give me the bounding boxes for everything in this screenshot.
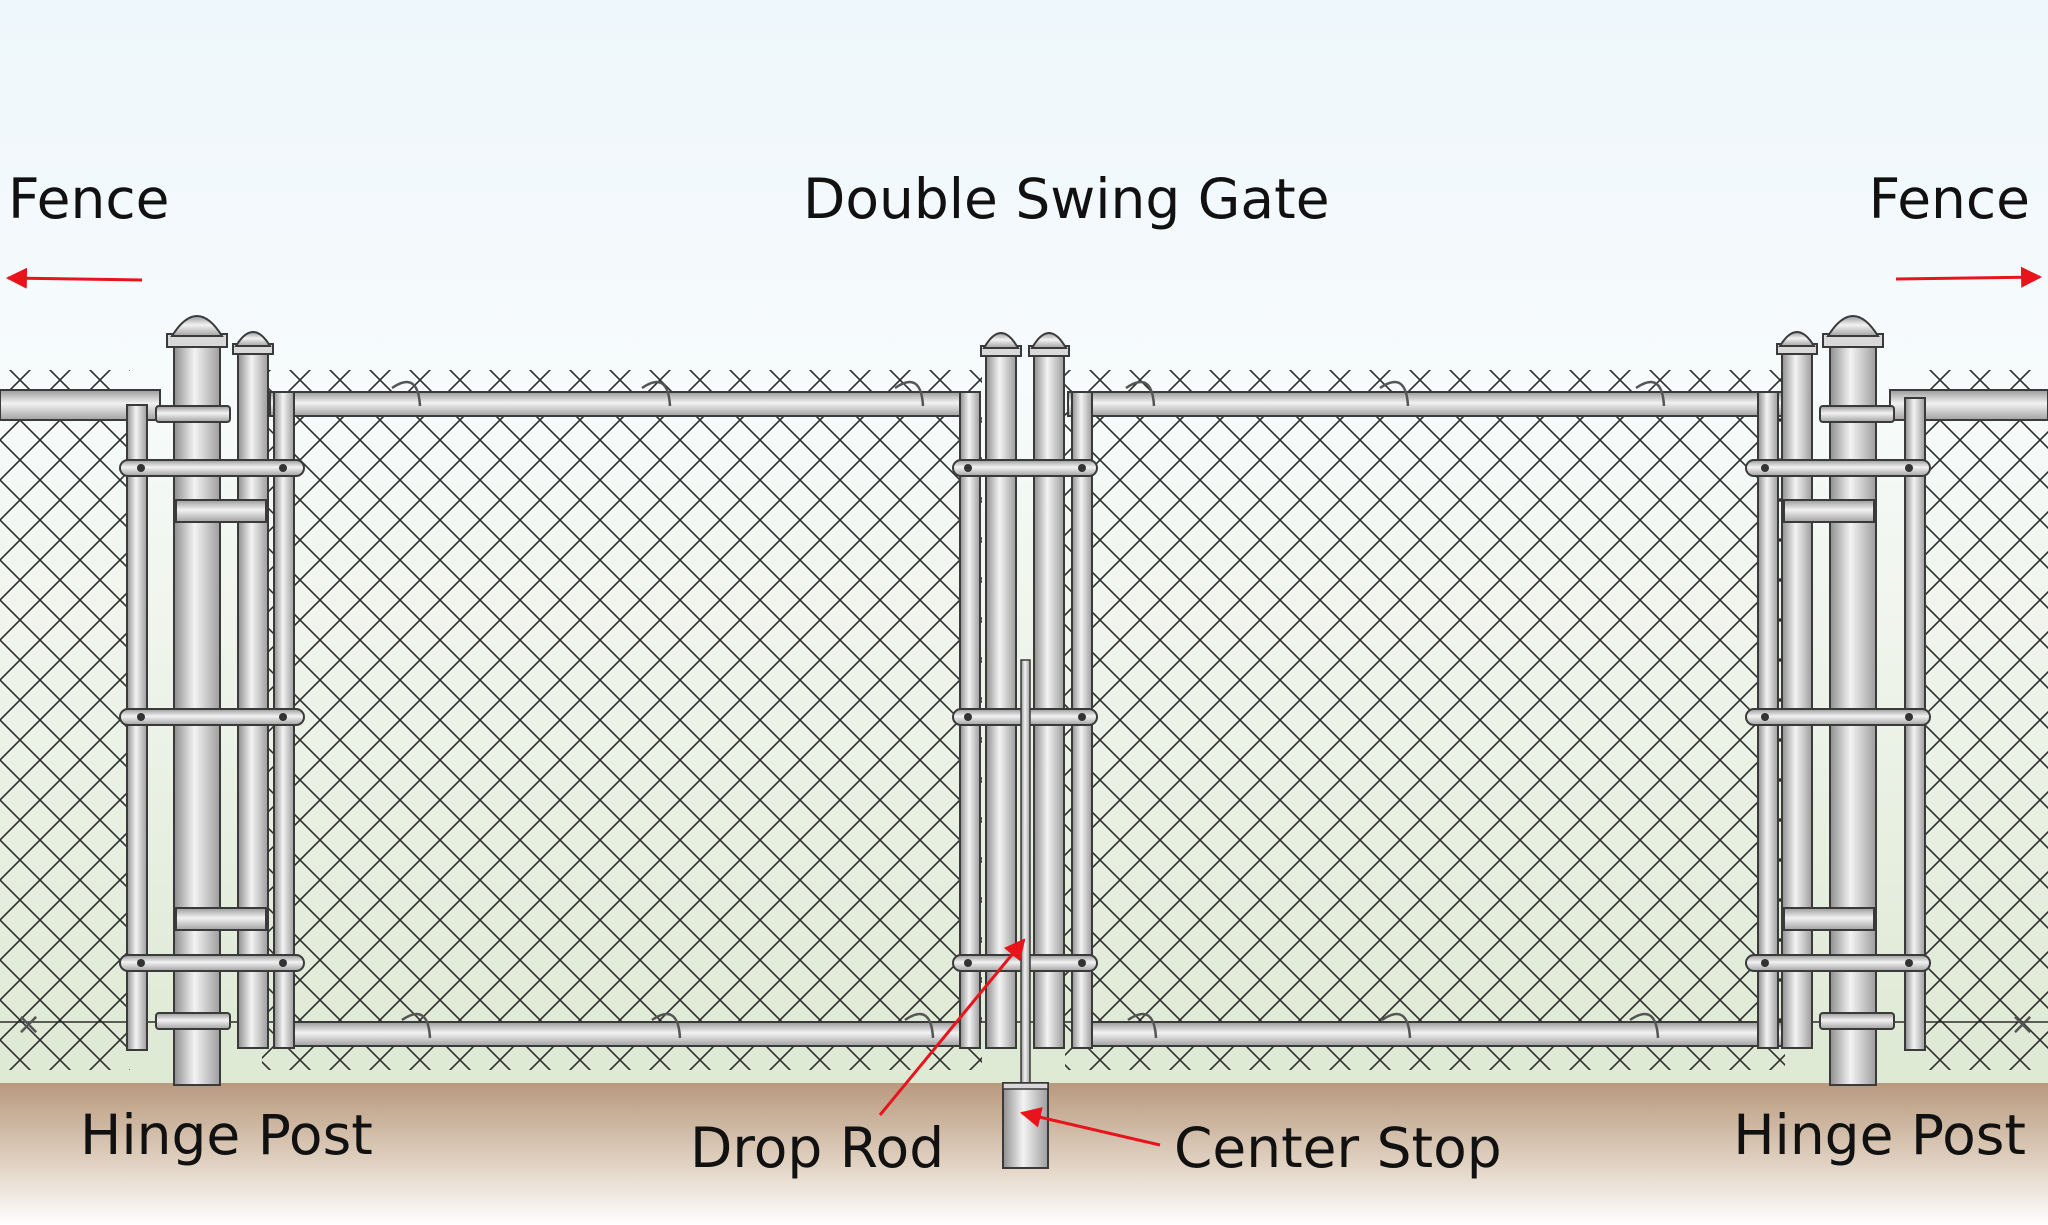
center-stop-arrow [1019,1107,1161,1147]
center-post-left [980,332,1022,1049]
hinge-post-label-left: Hinge Post [80,1103,373,1167]
gate-frame-upright-left [232,331,274,1049]
gate-leaf-right [1067,380,1787,1049]
center-stop [1002,1082,1049,1169]
fence-label-right: Fence [1868,167,2030,231]
svg-text:×: × [2010,1007,2035,1042]
drop-rod [1020,659,1031,1086]
fence-right-arrow [1895,266,2043,288]
center-post-brackets [952,459,1098,972]
center-stop-label: Center Stop [1174,1116,1502,1180]
svg-text:×: × [16,1007,41,1042]
hinges-left [119,405,305,1030]
gate-leaf-left [269,380,981,1049]
hinges-right [1745,405,1931,1030]
center-post-right [1028,332,1070,1049]
chain-link-mesh: × × [0,370,2048,1070]
fence-left-arrow [5,267,143,289]
drop-rod-arrow [878,938,1026,1116]
diagram-title: Double Swing Gate [803,167,1330,231]
drop-rod-label: Drop Rod [690,1116,945,1180]
gate-frame-upright-right [1776,331,1818,1049]
hinge-post-label-right: Hinge Post [1733,1103,2026,1167]
fence-line-post-left [126,404,148,1051]
fence-label-left: Fence [8,167,170,231]
